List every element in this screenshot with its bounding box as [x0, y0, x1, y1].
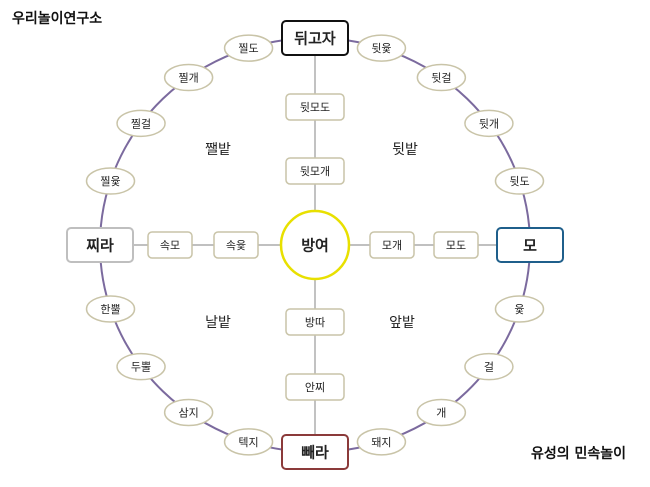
cross-top-station-1-label: 뒷모도 [300, 101, 330, 114]
ring-ne-station-1 [356, 34, 407, 62]
cross-bottom-station-1 [285, 308, 345, 336]
cross-right-station-1 [369, 231, 415, 259]
ring-ne-station-2 [416, 63, 467, 92]
ring-ne-station-3-label: 뒷개 [479, 117, 499, 130]
corner-left [66, 227, 134, 263]
ring-se-station-4-label: 돼지 [371, 436, 391, 449]
cross-right-station-1-label: 모개 [382, 239, 402, 252]
field-lower-right: 앞밭 [389, 315, 415, 331]
cross-top-station-1 [285, 93, 345, 121]
cross-right-station-2-label: 모도 [446, 239, 466, 252]
corner-bottom [281, 434, 349, 470]
cross-bottom-station-1-label: 방따 [305, 316, 325, 329]
ring-nw-station-4-label: 찔도 [238, 42, 258, 55]
ring-nw-station-3-label: 찔개 [179, 71, 199, 84]
ring-nw-station-2 [116, 109, 166, 138]
ring-se-station-1 [494, 295, 545, 323]
ring-sw-station-1 [223, 428, 274, 456]
title: 우리놀이연구소 [12, 11, 103, 27]
ring-sw-station-1-label: 텍지 [238, 436, 258, 449]
corner-right-label: 모 [523, 236, 537, 254]
field-lower-left: 날밭 [205, 315, 231, 331]
cross-left-station-1 [147, 231, 193, 259]
ring-nw-station-1-label: 찔윷 [100, 175, 120, 188]
corner-right [496, 227, 564, 263]
ring-nw-station-1 [85, 167, 136, 195]
ring-nw-station-2-label: 찔걸 [131, 117, 151, 130]
corner-left-label: 찌라 [86, 236, 114, 254]
ring-sw-station-4-label: 한뿔 [100, 303, 120, 316]
ring-ne-station-3 [464, 109, 514, 138]
ring-ne-station-4-label: 뒷도 [509, 175, 529, 188]
ring-se-station-3 [416, 398, 467, 427]
ring-se-station-2-label: 걸 [484, 361, 494, 374]
cross-left-station-2 [213, 231, 259, 259]
cross-top-station-2 [285, 157, 345, 185]
cross-bottom-station-2 [285, 373, 345, 401]
field-upper-left: 쨀밭 [205, 142, 231, 158]
corner-bottom-label: 빼라 [301, 443, 329, 461]
ring-se-station-1-label: 윷 [514, 303, 524, 316]
ring-sw-station-2 [163, 398, 214, 427]
center-station [279, 209, 351, 281]
ring-nw-station-3 [163, 63, 214, 92]
cross-left-station-2-label: 속윷 [226, 239, 246, 252]
ring-sw-station-2-label: 삼지 [179, 406, 199, 419]
cross-left-station-1-label: 속모 [160, 239, 180, 252]
cross-top-station-2-label: 뒷모개 [300, 165, 330, 178]
cross-right-station-2 [433, 231, 479, 259]
corner-top-label: 뒤고자 [294, 29, 336, 47]
ring-se-station-4 [356, 428, 407, 456]
center-station-label: 방여 [301, 236, 329, 254]
corner-top [281, 20, 349, 56]
ring-se-station-3-label: 개 [436, 406, 446, 419]
ring-nw-station-4 [223, 34, 274, 62]
ring-ne-station-4 [494, 167, 545, 195]
ring-sw-station-3 [116, 352, 166, 381]
ring-sw-station-4 [85, 295, 136, 323]
ring-ne-station-1-label: 뒷윷 [371, 42, 391, 55]
cross-bottom-station-2-label: 안찌 [305, 381, 325, 394]
ring-sw-station-3-label: 두뿔 [131, 361, 151, 374]
ring-ne-station-2-label: 뒷걸 [431, 71, 451, 84]
ring-se-station-2 [464, 352, 514, 381]
caption: 유성의 민속놀이 [530, 446, 626, 462]
field-upper-right: 뒷밭 [392, 142, 418, 158]
